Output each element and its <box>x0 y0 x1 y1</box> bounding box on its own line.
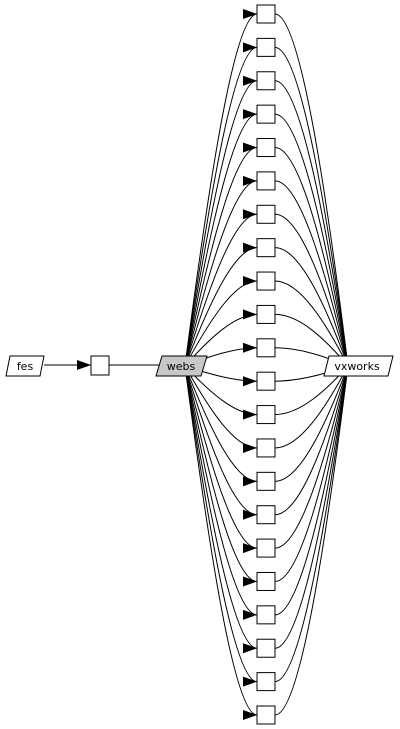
middle-node[interactable] <box>256 705 276 725</box>
edge-box-vxworks <box>274 365 349 716</box>
arrow-fes-hub <box>77 360 91 370</box>
arrow-webs-box <box>243 676 257 687</box>
edge-box-vxworks <box>274 180 349 367</box>
arrow-webs-box <box>243 175 257 186</box>
middle-node[interactable] <box>256 204 276 224</box>
middle-node[interactable] <box>256 271 276 291</box>
edge-webs-box <box>184 46 258 367</box>
webs-node-label: webs <box>167 360 196 373</box>
middle-node[interactable] <box>256 638 276 658</box>
edge-box-vxworks <box>274 365 349 516</box>
hub-node[interactable] <box>90 355 110 376</box>
middle-node[interactable] <box>256 672 276 692</box>
arrow-webs-box <box>243 710 257 720</box>
arrow-webs-box <box>243 309 257 320</box>
fes-node[interactable] <box>5 355 45 377</box>
arrow-webs-box <box>243 209 257 220</box>
webs-node[interactable] <box>155 355 208 377</box>
vxworks-node-label: vxworks <box>334 360 380 373</box>
middle-node[interactable] <box>256 538 276 558</box>
edge-webs-box <box>184 365 258 716</box>
middle-node[interactable] <box>256 505 276 525</box>
middle-node[interactable] <box>256 571 276 591</box>
edge-box-vxworks <box>274 365 349 616</box>
arrow-webs-box <box>243 342 257 353</box>
middle-node[interactable] <box>256 605 276 625</box>
arrow-webs-box <box>243 543 257 554</box>
edge-webs-box <box>184 365 258 649</box>
edge-box-vxworks <box>274 365 349 582</box>
middle-node[interactable] <box>256 4 276 24</box>
edge-webs-box <box>184 365 258 683</box>
arrow-webs-box <box>243 109 257 120</box>
edge-webs-box <box>184 365 258 582</box>
arrow-webs-box <box>243 9 257 19</box>
edge-box-vxworks <box>274 113 349 367</box>
edge-box-vxworks <box>274 147 349 367</box>
arrow-webs-box <box>243 75 257 86</box>
arrow-webs-box <box>243 509 257 520</box>
edge-box-vxworks <box>274 46 349 367</box>
middle-node[interactable] <box>256 71 276 91</box>
edge-webs-box <box>184 365 258 549</box>
edge-box-vxworks <box>274 365 349 449</box>
edge-box-vxworks <box>274 365 349 482</box>
middle-node[interactable] <box>256 405 276 425</box>
middle-node[interactable] <box>256 138 276 158</box>
middle-node[interactable] <box>256 238 276 258</box>
arrow-webs-box <box>243 576 257 587</box>
arrow-webs-box <box>243 409 257 420</box>
edge-webs-box <box>184 365 258 616</box>
edge-box-vxworks <box>274 13 349 367</box>
edge-box-vxworks <box>274 80 349 367</box>
edge-box-vxworks <box>274 365 349 649</box>
fes-node-label: fes <box>17 360 34 373</box>
edge-webs-box <box>184 147 258 367</box>
middle-node[interactable] <box>256 304 276 324</box>
edge-webs-box <box>184 13 258 367</box>
edge-webs-box <box>184 113 258 367</box>
edge-webs-box <box>184 80 258 367</box>
arrow-webs-box <box>243 643 257 654</box>
edge-webs-box <box>184 365 258 516</box>
middle-node[interactable] <box>256 371 276 391</box>
arrow-webs-box <box>243 42 257 53</box>
middle-node[interactable] <box>256 37 276 57</box>
middle-node[interactable] <box>256 338 276 358</box>
middle-node[interactable] <box>256 471 276 491</box>
arrow-webs-box <box>243 476 257 487</box>
nodes-layer: fes webs vxworks <box>5 4 394 725</box>
middle-node[interactable] <box>256 171 276 191</box>
edge-box-vxworks <box>274 280 349 367</box>
arrow-webs-box <box>243 276 257 287</box>
middle-node[interactable] <box>256 438 276 458</box>
arrow-webs-box <box>243 242 257 253</box>
arrow-webs-box <box>243 376 257 387</box>
edge-box-vxworks <box>274 365 349 549</box>
edge-box-vxworks <box>274 365 349 683</box>
arrow-webs-box <box>243 609 257 620</box>
middle-node[interactable] <box>256 104 276 124</box>
vxworks-node[interactable] <box>323 355 394 377</box>
edge-webs-box <box>184 180 258 367</box>
edge-box-vxworks <box>274 213 349 367</box>
edge-box-vxworks <box>274 247 349 367</box>
arrow-webs-box <box>243 142 257 153</box>
edge-webs-box <box>184 213 258 367</box>
arrow-webs-box <box>243 442 257 453</box>
